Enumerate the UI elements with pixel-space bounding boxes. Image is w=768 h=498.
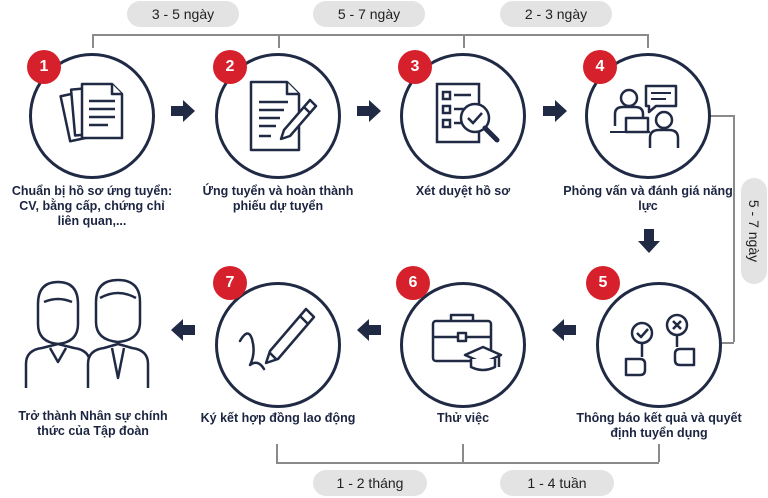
step-4-label: Phỏng vấn và đánh giá năng lực	[563, 184, 733, 213]
arrow-left-5	[552, 319, 576, 341]
connector-right-vertical	[733, 115, 735, 342]
arrow-right-3	[543, 100, 567, 122]
step-5-number: 5	[586, 266, 620, 300]
duration-pill-7-6: 1 - 2 tháng	[313, 470, 427, 496]
step-7-label: Ký kết hợp đồng lao động	[200, 411, 356, 425]
step-2-number: 2	[213, 50, 247, 84]
employees-icon	[24, 278, 150, 388]
step-1-number: 1	[27, 50, 61, 84]
briefcase-graduation-icon	[431, 313, 503, 372]
connector-rise-7	[276, 444, 278, 462]
step-7-circle	[215, 282, 341, 408]
arrow-down-4	[638, 229, 660, 253]
connector-drop-2	[278, 34, 280, 48]
step-4-circle	[585, 53, 711, 179]
step-7-number: 7	[213, 266, 247, 300]
step-6-number: 6	[396, 266, 430, 300]
final-label: Trở thành Nhân sự chính thức của Tập đoà…	[18, 409, 168, 438]
duration-pill-1-2: 3 - 5 ngày	[127, 1, 239, 27]
step-2-circle	[215, 53, 341, 179]
form-pen-icon	[249, 80, 318, 152]
arrow-left-7	[171, 319, 195, 341]
step-6-label: Thử việc	[436, 411, 490, 425]
decision-signs-icon	[624, 313, 696, 377]
duration-pill-2-3: 5 - 7 ngày	[313, 1, 425, 27]
duration-pill-4-5: 5 - 7 ngày	[741, 178, 767, 284]
checklist-magnifier-icon	[435, 82, 500, 144]
step-5-label: Thông báo kết quả và quyết định tuyển dụ…	[576, 411, 742, 440]
connector-drop-4	[647, 34, 649, 48]
connector-drop-1	[92, 34, 94, 48]
step-3-number: 3	[398, 50, 432, 84]
arrow-right-2	[357, 100, 381, 122]
duration-pill-6-5: 1 - 4 tuần	[500, 470, 614, 496]
connector-right-bottom	[710, 342, 734, 344]
pen-signature-icon	[238, 307, 316, 371]
connector-rise-6	[462, 444, 464, 462]
connector-top	[92, 34, 648, 36]
step-1-circle	[29, 53, 155, 179]
step-2-label: Ứng tuyển và hoàn thành phiếu dự tuyển	[202, 184, 354, 213]
connector-bottom	[276, 462, 659, 464]
step-6-circle	[400, 282, 526, 408]
step-5-circle	[596, 282, 722, 408]
interview-icon	[610, 84, 680, 148]
connector-drop-3	[463, 34, 465, 48]
documents-icon	[59, 82, 124, 143]
arrow-right-1	[171, 100, 195, 122]
connector-rise-5	[658, 444, 660, 462]
connector-right-top	[710, 115, 734, 117]
step-3-label: Xét duyệt hồ sơ	[415, 184, 511, 198]
arrow-left-6	[357, 319, 381, 341]
step-4-number: 4	[583, 50, 617, 84]
step-1-label: Chuẩn bị hồ sơ ứng tuyển: CV, bằng cấp, …	[11, 184, 173, 228]
duration-pill-3-4: 2 - 3 ngày	[500, 1, 612, 27]
